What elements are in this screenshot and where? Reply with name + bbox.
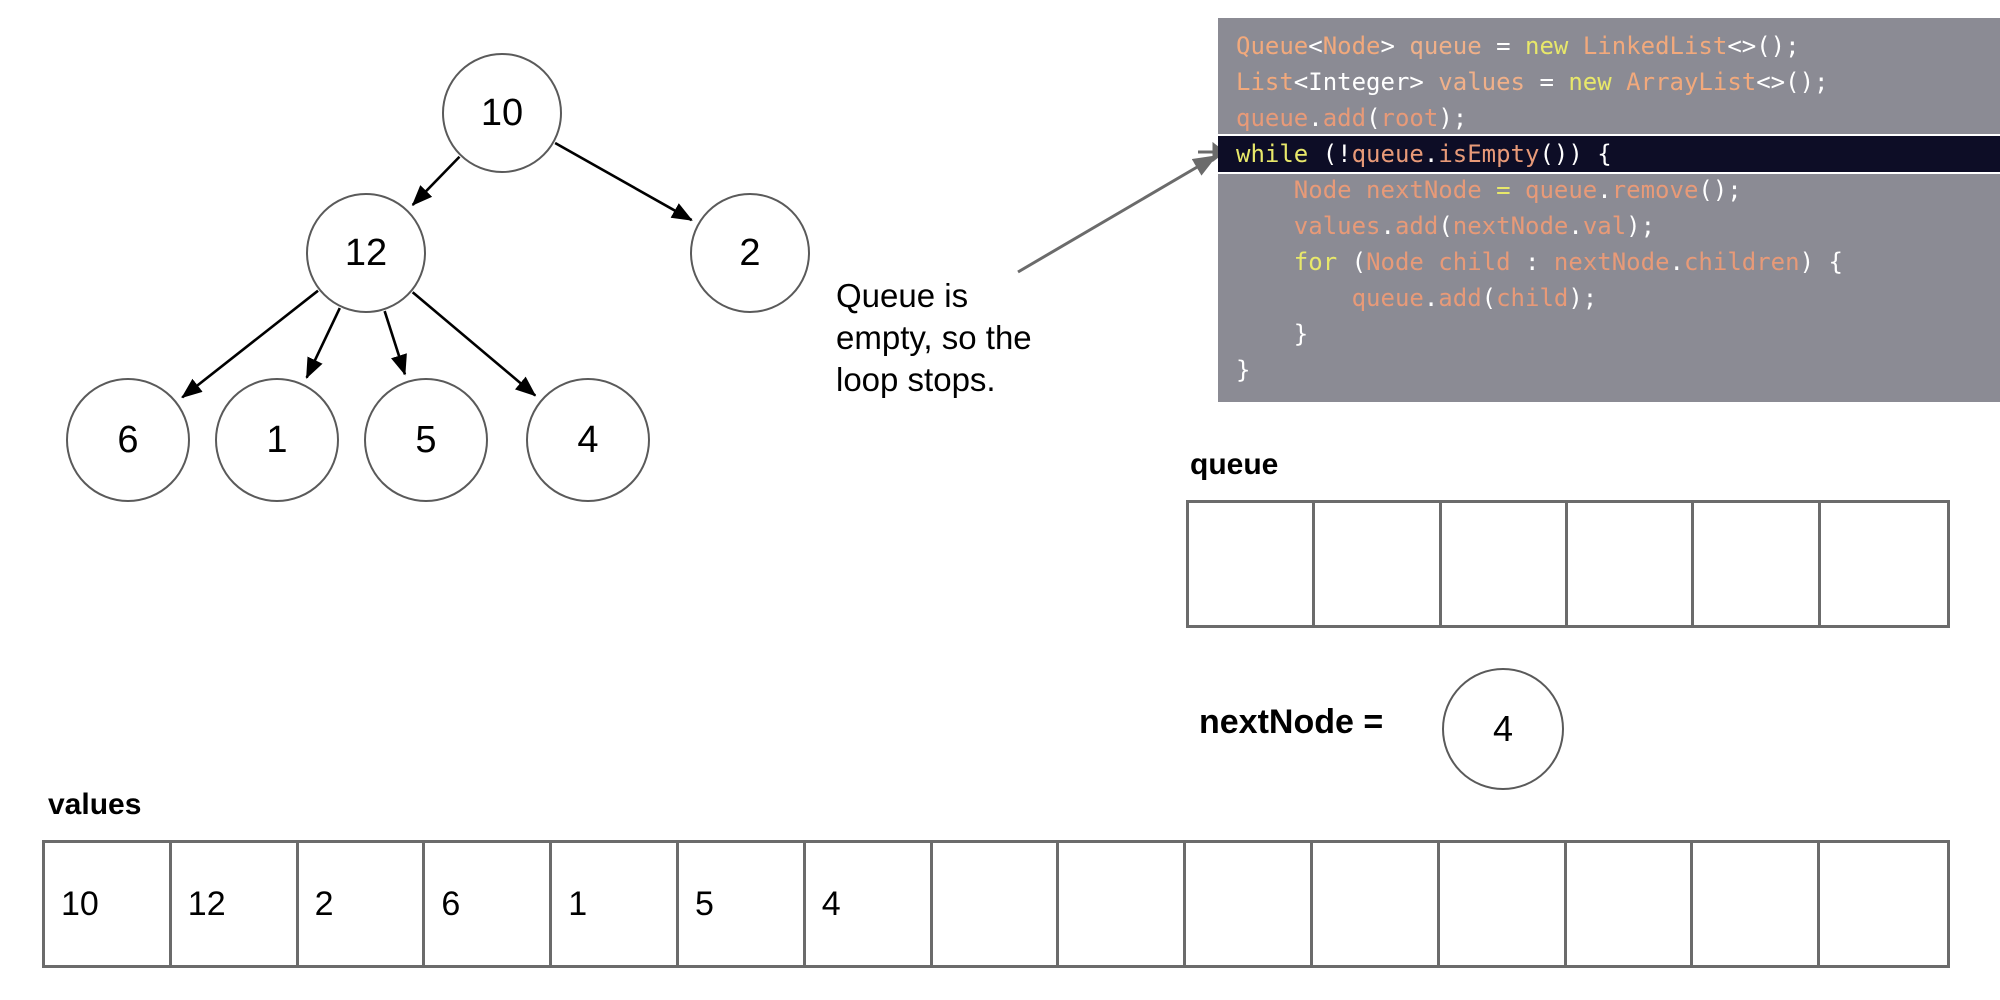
- nextnode-value-circle: 4: [1442, 668, 1564, 790]
- tree-node-5: 5: [364, 378, 488, 502]
- code-line-0: Queue<Node> queue = new LinkedList<>();: [1236, 32, 1800, 60]
- code-line-7: queue.add(child);: [1351, 284, 1598, 312]
- values-cell: 10: [45, 843, 172, 965]
- values-cell: [1440, 843, 1567, 965]
- queue-cell: [1568, 503, 1695, 625]
- values-cell: [1059, 843, 1187, 965]
- values-cell: [933, 843, 1060, 965]
- code-line-4: Node nextNode = queue.remove();: [1293, 176, 1742, 204]
- tree-node-4: 4: [526, 378, 650, 502]
- code-line-3-current: while (!queue.isEmpty()) {: [1218, 136, 2000, 172]
- tree-edge-12-to-5: [383, 310, 407, 376]
- tree-node-10: 10: [442, 53, 562, 173]
- code-line-9: }: [1236, 356, 1251, 384]
- code-line-1: List<Integer> values = new ArrayList<>()…: [1236, 68, 1829, 96]
- annotation-queue-empty: Queue is empty, so the loop stops.: [836, 277, 1032, 399]
- values-cell: [1313, 843, 1440, 965]
- queue-cell: [1821, 503, 1947, 625]
- nextnode-label: nextNode =: [1199, 703, 1384, 741]
- tree-edge-12-to-1: [305, 307, 341, 379]
- code-line-8: }: [1236, 320, 1309, 348]
- values-cell: 2: [299, 843, 426, 965]
- tree-edge-12-to-4: [411, 291, 537, 397]
- values-cell: 1: [552, 843, 679, 965]
- queue-cell: [1442, 503, 1569, 625]
- queue-cell: [1694, 503, 1821, 625]
- code-line-6: for (Node child : nextNode.children) {: [1293, 248, 1843, 276]
- code-block: Queue<Node> queue = new LinkedList<>(); L…: [1218, 18, 2000, 402]
- tree-node-1: 1: [215, 378, 339, 502]
- tree-edges-svg: [181, 141, 693, 399]
- values-cell: 12: [172, 843, 299, 965]
- code-line-5: values.add(nextNode.val);: [1293, 212, 1656, 240]
- tree-node-12: 12: [306, 193, 426, 313]
- tree-edge-12-to-6: [181, 289, 319, 399]
- values-label: values: [48, 788, 142, 821]
- annotation-leader-arrow: [1017, 154, 1218, 274]
- code-line-2: queue.add(root);: [1236, 104, 1468, 132]
- queue-label: queue: [1190, 448, 1279, 481]
- tree-node-6: 6: [66, 378, 190, 502]
- queue-cell: [1315, 503, 1442, 625]
- tree-edge-10-to-12: [411, 155, 461, 206]
- queue-cells: [1186, 500, 1950, 628]
- values-cell: [1186, 843, 1313, 965]
- tree-edge-10-to-2: [554, 141, 693, 222]
- values-cell: 5: [679, 843, 806, 965]
- tree-node-2: 2: [690, 193, 810, 313]
- queue-cell: [1189, 503, 1316, 625]
- values-cell: [1693, 843, 1821, 965]
- values-cell: [1567, 843, 1694, 965]
- values-cell: 4: [806, 843, 933, 965]
- values-cell: 6: [425, 843, 553, 965]
- values-cell: [1820, 843, 1947, 965]
